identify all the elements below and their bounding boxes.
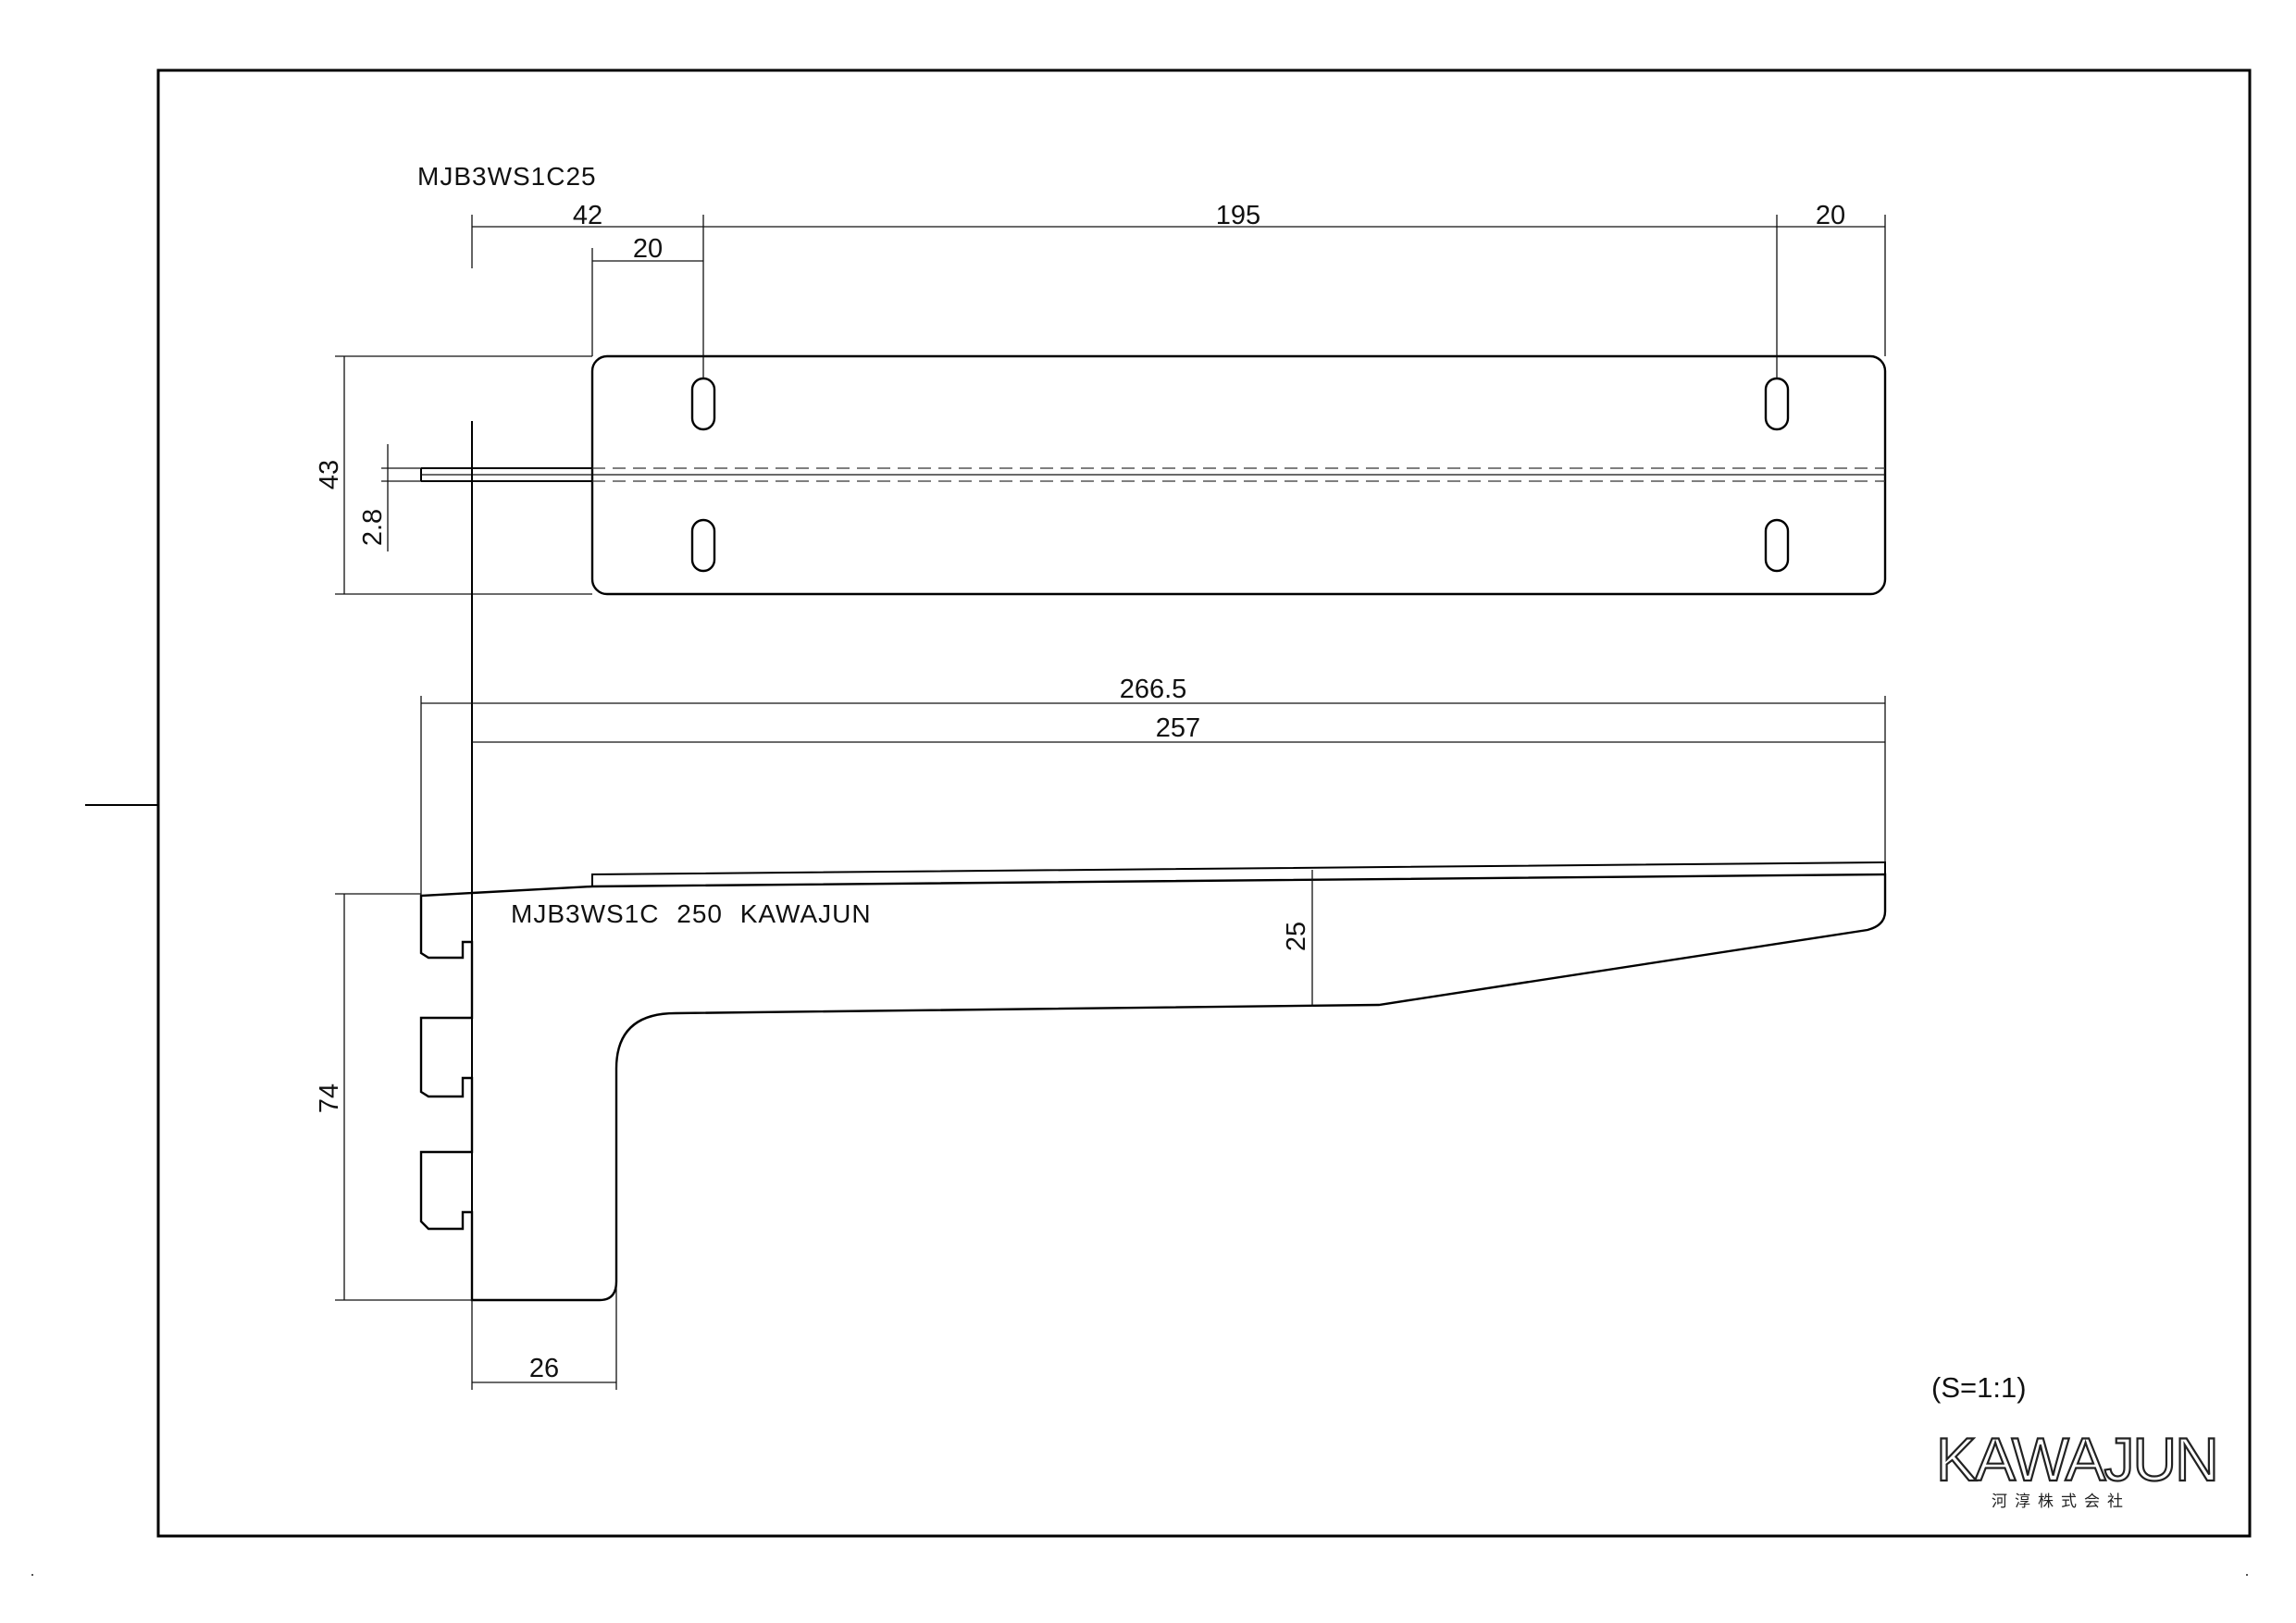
company-logo: KAWAJUN (1936, 1425, 2217, 1493)
dim-257: 257 (1156, 713, 1200, 743)
dim-195: 195 (1216, 201, 1260, 230)
slot-top-right (1764, 377, 1790, 431)
dim-26: 26 (529, 1354, 559, 1383)
bracket-outline (419, 873, 1887, 1302)
slot-bottom-left (690, 518, 716, 573)
dim-74: 74 (315, 1084, 344, 1113)
slot-bottom-right (1764, 518, 1790, 573)
dim-25: 25 (1282, 922, 1311, 951)
company-name: 河淳株式会社 (1992, 1493, 2130, 1511)
dim-2-8: 2.8 (358, 509, 388, 546)
dim-20-left: 20 (633, 234, 663, 264)
top-view: MJB3WS1C25 42 195 20 20 43 (315, 162, 1887, 596)
dim-42: 42 (573, 201, 602, 230)
part-marking: MJB3WS1C 250 KAWAJUN (511, 899, 872, 928)
scale-label: (S=1:1) (1931, 1371, 2027, 1404)
dim-43: 43 (315, 460, 344, 489)
top-label: MJB3WS1C25 (417, 162, 597, 191)
side-view: 266.5 257 MJB3WS1C 250 KAWAJUN 25 74 26 (315, 421, 1887, 1390)
corner-dot-right (2246, 1574, 2248, 1576)
top-flange (591, 861, 1886, 886)
slot-top-left (690, 377, 716, 431)
drawing-frame (156, 68, 2252, 1538)
corner-dot-left (31, 1574, 33, 1576)
dim-20-right: 20 (1816, 201, 1845, 230)
title-block: (S=1:1) KAWAJUN 河淳株式会社 (1931, 1371, 2220, 1511)
dim-266-5: 266.5 (1120, 675, 1187, 704)
